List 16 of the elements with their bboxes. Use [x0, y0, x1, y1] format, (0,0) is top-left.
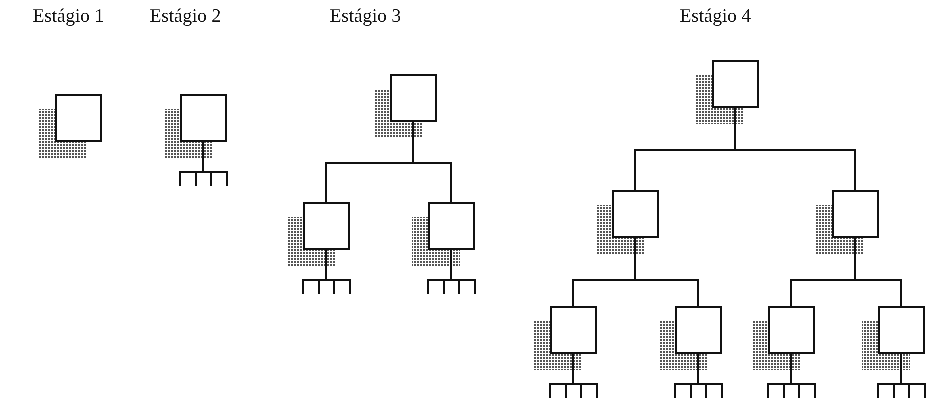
org-unit-box: [390, 74, 437, 122]
org-unit-box: [832, 190, 879, 238]
org-unit-box: [180, 94, 227, 142]
stage-label: Estágio 1: [33, 6, 104, 28]
stage-label: Estágio 4: [680, 6, 752, 28]
org-unit-box: [768, 306, 815, 354]
stage-label: Estágio 2: [150, 6, 222, 28]
org-unit-box: [675, 306, 722, 354]
org-unit-box: [878, 306, 925, 354]
org-unit-box: [55, 94, 102, 142]
stage-label: Estágio 3: [330, 6, 402, 28]
org-unit-box: [612, 190, 659, 238]
org-unit-box: [550, 306, 597, 354]
org-unit-box: [428, 202, 475, 250]
org-unit-box: [712, 60, 759, 108]
org-unit-box: [303, 202, 350, 250]
